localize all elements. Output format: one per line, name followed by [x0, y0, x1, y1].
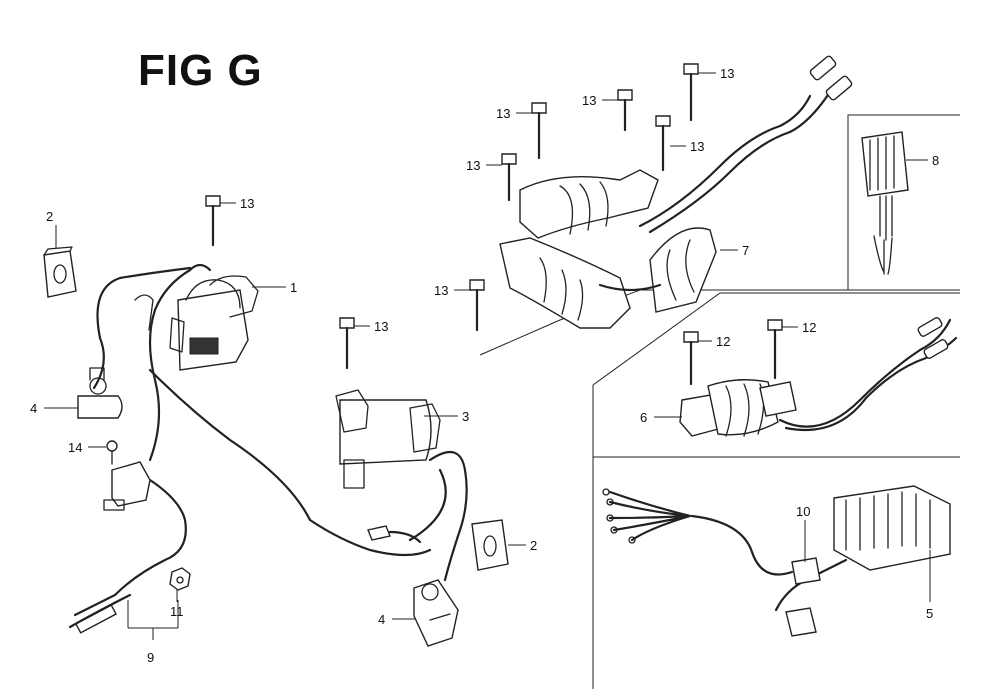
callout-8: 8 [932, 153, 939, 168]
bolt-13e[interactable] [683, 63, 699, 122]
callout-13-g: 13 [466, 158, 480, 173]
callout-13-e: 13 [720, 66, 734, 81]
callout-2-left: 2 [46, 209, 53, 224]
leader-lines [44, 72, 931, 620]
ignition-coil-part-1[interactable] [169, 275, 259, 371]
grommet-part-2-left[interactable] [43, 246, 77, 298]
bolt-12a[interactable] [683, 331, 699, 386]
screw-part-14[interactable] [106, 440, 118, 465]
callout-12-a: 12 [716, 334, 730, 349]
bolt-13g[interactable] [501, 153, 517, 202]
callout-13-h: 13 [434, 283, 448, 298]
grommet-part-2-middle[interactable] [471, 519, 509, 571]
callout-9: 9 [147, 650, 154, 665]
exciter-coil-part-6[interactable] [679, 317, 958, 437]
bolt-13c[interactable] [531, 102, 547, 160]
bolt-12b[interactable] [767, 319, 783, 380]
switch-box[interactable] [103, 461, 151, 511]
bolt-13b[interactable] [339, 317, 355, 370]
figure-title: FIG G [138, 46, 263, 95]
callout-13-f: 13 [690, 139, 704, 154]
callout-13-d: 13 [582, 93, 596, 108]
callout-4-left: 4 [30, 401, 37, 416]
bolt-13a[interactable] [205, 195, 221, 247]
wire-harness-left [73, 263, 432, 617]
spark-plug-cap-part-4-bottom[interactable] [413, 579, 459, 647]
callout-3: 3 [462, 409, 469, 424]
ignition-coil-part-3[interactable] [335, 389, 468, 582]
callout-2-middle: 2 [530, 538, 537, 553]
regulator-part-5[interactable] [774, 485, 951, 637]
callout-5: 5 [926, 606, 933, 621]
spark-plug-cap-part-4-left[interactable] [77, 367, 123, 419]
callout-4-bottom: 4 [378, 612, 385, 627]
callout-6: 6 [640, 410, 647, 425]
callout-13-a: 13 [240, 196, 254, 211]
callout-7: 7 [742, 243, 749, 258]
connector-terminal[interactable] [367, 525, 422, 544]
callout-13-c: 13 [496, 106, 510, 121]
callout-12-b: 12 [802, 320, 816, 335]
nut-part-11[interactable] [169, 567, 191, 591]
lead-wire-part-9[interactable] [68, 593, 179, 640]
callout-labels: 1 2 2 3 4 4 5 6 7 8 9 10 11 12 12 13 13 … [30, 66, 939, 665]
callout-14: 14 [68, 440, 82, 455]
callout-13-b: 13 [374, 319, 388, 334]
connector-part-10[interactable] [602, 488, 821, 585]
bolt-13d[interactable] [617, 89, 633, 132]
rectifier-part-8[interactable] [861, 131, 909, 275]
bolt-13f[interactable] [655, 115, 671, 172]
bolt-13h[interactable] [469, 279, 485, 332]
charge-coil-part-7[interactable] [499, 55, 853, 329]
callout-1: 1 [290, 280, 297, 295]
callout-11: 11 [170, 604, 184, 619]
callout-10: 10 [796, 504, 810, 519]
